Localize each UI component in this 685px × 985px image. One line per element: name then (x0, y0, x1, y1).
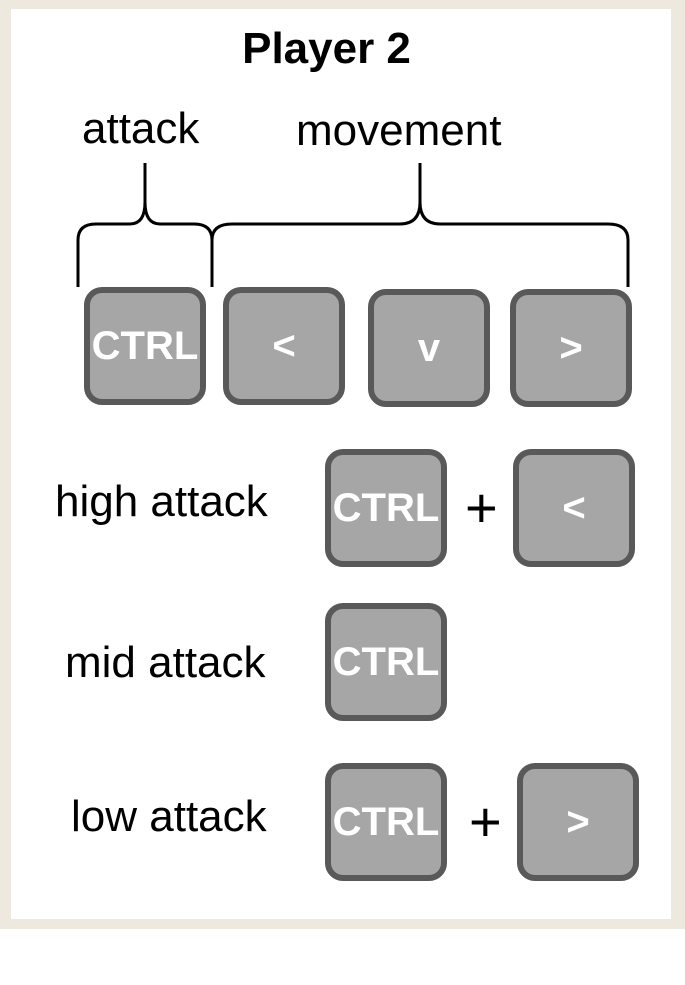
high-attack-ctrl-key: CTRL (325, 449, 447, 567)
mid-attack-ctrl-key: CTRL (325, 603, 447, 721)
left-arrow-key-label: < (272, 323, 296, 368)
down-arrow-key-label: v (417, 325, 441, 370)
left-arrow-key: < (223, 287, 345, 405)
high-attack-left-key-label: < (562, 485, 586, 530)
mid-attack-label: mid attack (65, 638, 266, 687)
low-attack-right-key-label: > (566, 799, 590, 844)
movement-brace (210, 163, 630, 287)
high-attack-plus: + (465, 476, 498, 539)
attack-group-label: attack (82, 104, 200, 153)
right-arrow-key: > (510, 289, 632, 407)
attack-brace (76, 163, 214, 287)
low-attack-label: low attack (71, 792, 267, 841)
high-attack-ctrl-key-label: CTRL (332, 485, 440, 530)
low-attack-ctrl-key-label: CTRL (332, 799, 440, 844)
low-attack-ctrl-key: CTRL (325, 763, 447, 881)
right-arrow-key-label: > (559, 325, 583, 370)
ctrl-key: CTRL (84, 287, 206, 405)
high-attack-label: high attack (55, 477, 268, 526)
mid-attack-ctrl-key-label: CTRL (332, 639, 440, 684)
low-attack-right-key: > (517, 763, 639, 881)
low-attack-plus: + (469, 790, 502, 853)
player-title: Player 2 (242, 24, 411, 73)
ctrl-key-label: CTRL (91, 323, 199, 368)
movement-group-label: movement (296, 106, 502, 155)
down-arrow-key: v (368, 289, 490, 407)
high-attack-left-key: < (513, 449, 635, 567)
